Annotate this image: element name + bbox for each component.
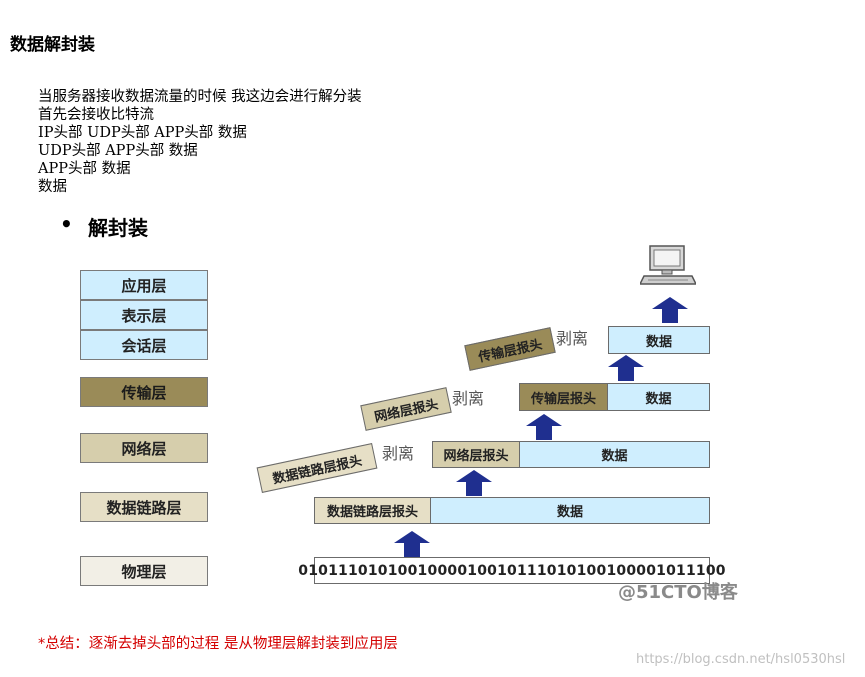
text-line: UDP头部 APP头部 数据	[38, 143, 198, 159]
stripped-link-header: 数据链路层报头	[256, 443, 378, 493]
text-line: 当服务器接收数据流量的时候 我这边会进行解分装	[38, 89, 362, 105]
up-arrow-icon	[526, 414, 562, 440]
text-line: APP头部 数据	[38, 161, 131, 177]
layer-application: 应用层	[80, 270, 208, 300]
up-arrow-icon	[456, 470, 492, 496]
text-line: 首先会接收比特流	[38, 107, 154, 123]
strip-label: 剥离	[452, 389, 485, 408]
page-title: 数据解封装	[10, 35, 95, 55]
data-block: 数据	[608, 326, 710, 354]
data-block: 数据	[430, 497, 710, 524]
watermark-url: https://blog.csdn.net/hsl0530hsl	[636, 652, 846, 667]
layer-physical: 物理层	[80, 556, 208, 586]
bullet-icon: •	[60, 212, 73, 236]
explanation-text: 当服务器接收数据流量的时候 我这边会进行解分装 首先会接收比特流 IP头部 UD…	[38, 88, 362, 196]
link-header-block: 数据链路层报头	[314, 497, 431, 524]
up-arrow-icon	[652, 297, 688, 323]
strip-label: 剥离	[556, 329, 589, 348]
section-heading: 解封装	[88, 216, 148, 240]
layer-data-link: 数据链路层	[80, 492, 208, 522]
text-line: IP头部 UDP头部 APP头部 数据	[38, 125, 247, 141]
bit-stream: 0101110101001000010010111010100100001011…	[298, 557, 726, 584]
up-arrow-icon	[608, 355, 644, 381]
data-block: 数据	[607, 383, 710, 411]
layer-transport: 传输层	[80, 377, 208, 407]
layer-session: 会话层	[80, 330, 208, 360]
text-line: 数据	[38, 179, 67, 195]
stripped-network-header: 网络层报头	[360, 387, 452, 431]
network-header-block: 网络层报头	[432, 441, 520, 468]
transport-header-block: 传输层报头	[519, 383, 608, 411]
up-arrow-icon	[394, 531, 430, 557]
watermark-51cto: @51CTO博客	[618, 582, 738, 603]
strip-label: 剥离	[382, 444, 415, 463]
stripped-transport-header: 传输层报头	[464, 327, 556, 371]
data-block: 数据	[519, 441, 710, 468]
computer-icon	[638, 244, 698, 290]
layer-network: 网络层	[80, 433, 208, 463]
layer-presentation: 表示层	[80, 300, 208, 330]
summary-text: *总结：逐渐去掉头部的过程 是从物理层解封装到应用层	[38, 636, 398, 652]
